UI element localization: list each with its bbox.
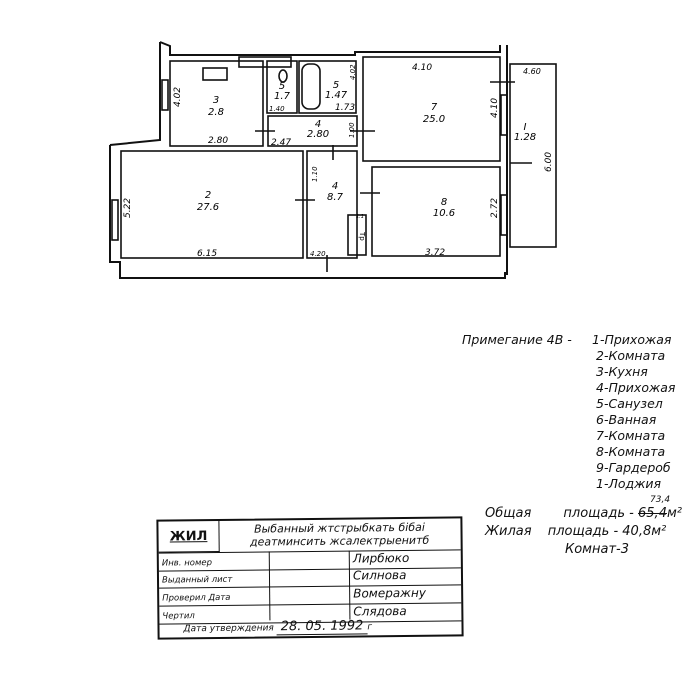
room-6-bath: [298, 60, 357, 114]
svg-text:1.73: 1.73: [335, 103, 355, 113]
window: [161, 79, 169, 111]
svg-text:6.15: 6.15: [197, 249, 217, 259]
svg-text:8.7: 8.7: [327, 192, 344, 203]
svg-text:1.1: 1.1: [356, 214, 364, 220]
legend-item: 9-Гардероб: [596, 460, 671, 475]
svg-text:3: 3: [213, 95, 219, 106]
svg-text:5: 5: [279, 81, 285, 92]
legend-item: 1-Лоджия: [596, 476, 662, 491]
bathtub-icon: [301, 63, 321, 110]
svg-text:2: 2: [205, 190, 211, 201]
room-8: [371, 166, 501, 257]
stove-icon: [202, 67, 228, 81]
svg-text:27.6: 27.6: [197, 202, 219, 213]
svg-text:1.00: 1.00: [348, 122, 356, 138]
row-value: Лирбюко: [352, 550, 410, 566]
rooms-count: Комнат-3: [565, 542, 629, 557]
legend-item: 7-Комната: [596, 428, 666, 443]
row-value: Вомеражну: [353, 585, 426, 601]
total-area-unit: м²: [666, 506, 682, 521]
total-label: Общая: [485, 506, 532, 521]
svg-text:6.00: 6.00: [544, 152, 554, 172]
svg-text:4.60: 4.60: [523, 67, 541, 76]
legend-item: 6-Ванная: [596, 412, 657, 427]
legend-item: 1-Прихожая: [592, 332, 672, 347]
window: [500, 94, 508, 136]
svg-text:1.28: 1.28: [514, 132, 536, 143]
svg-text:1.7: 1.7: [274, 91, 291, 102]
legend-heading: Примегание 4В -: [462, 332, 572, 347]
toilet-icon: [278, 69, 288, 83]
svg-text:3.72: 3.72: [425, 248, 445, 258]
total-area-correction: 73,4: [650, 495, 671, 505]
living-label: Жилая: [485, 524, 532, 539]
date-suffix: г: [367, 622, 373, 633]
legend-item: 5-Санузел: [596, 396, 663, 411]
title-code: ЖИЛ: [158, 520, 220, 553]
loggia: [509, 63, 557, 248]
row-label: Инв. номер: [161, 558, 213, 569]
svg-text:2.47: 2.47: [271, 138, 291, 148]
title-text: Выбанный жтстрыбкать бібаі деатминсить ж…: [220, 520, 458, 549]
row-label: Проверил Дата: [162, 592, 231, 604]
walls: [109, 41, 557, 279]
title-block: ЖИЛ Выбанный жтстрыбкать бібаі деатминси…: [156, 516, 464, 640]
svg-text:25.0: 25.0: [423, 114, 445, 125]
wardrobe: [347, 214, 367, 256]
row-label: Выданный лист: [161, 574, 233, 586]
total-area: Общая площадь - 65,4м² 73,4: [485, 495, 682, 521]
room-3-kitchen: [169, 60, 264, 147]
svg-text:4: 4: [332, 181, 338, 192]
svg-text:2.80: 2.80: [307, 129, 329, 140]
svg-text:10.6: 10.6: [433, 208, 455, 219]
room-5-toilet: [266, 60, 298, 114]
svg-text:2.8: 2.8: [208, 107, 224, 118]
svg-text:2.80: 2.80: [208, 136, 228, 146]
svg-text:4.02: 4.02: [173, 87, 183, 107]
room-4-hall: [306, 150, 358, 259]
living-area: Жилая площадь - 40,8м²: [485, 524, 666, 539]
svg-text:4.20: 4.20: [310, 250, 326, 258]
svg-text:7: 7: [431, 102, 438, 113]
title-line: деатминсить жсалектрыенитб: [249, 533, 430, 549]
svg-text:8: 8: [441, 197, 447, 208]
total-area-label: площадь -: [563, 506, 634, 521]
legend-item: 4-Прихожая: [596, 380, 676, 395]
svg-text:5: 5: [333, 80, 339, 91]
legend-list: 1-Прихожая 2-Комната 3-Кухня 4-Прихожая …: [592, 332, 675, 492]
svg-text:4.02: 4.02: [349, 64, 357, 80]
room-2: [120, 150, 304, 259]
radiator-icon: [238, 56, 292, 68]
svg-text:1.10: 1.10: [311, 166, 319, 182]
date-value: 28. 05. 1992: [276, 618, 368, 636]
svg-text:Тр: Тр: [358, 231, 366, 241]
legend-item: 3-Кухня: [596, 364, 648, 379]
window: [500, 194, 508, 236]
living-area-value: площадь - 40,8м²: [547, 524, 667, 539]
total-area-struck: 65,4: [638, 506, 667, 521]
room-labels: 3 2.8 5 1.7 5 1.47 4 2.80 7 25.0 I 1.28 …: [197, 80, 536, 219]
window: [111, 199, 119, 241]
svg-text:4: 4: [315, 119, 321, 130]
row-value: Силнова: [352, 567, 407, 583]
svg-text:4.10: 4.10: [490, 98, 500, 118]
svg-text:2.72: 2.72: [490, 198, 500, 218]
legend-item: 2-Комната: [596, 348, 666, 363]
svg-text:I: I: [524, 122, 527, 133]
svg-text:1.40: 1.40: [269, 105, 285, 113]
row-value: Слядова: [353, 603, 407, 619]
date-label: Дата утверждения: [183, 623, 274, 635]
svg-text:4.10: 4.10: [412, 63, 432, 73]
svg-text:5.22: 5.22: [123, 198, 133, 218]
dimension-labels: 4.02 2.80 1.40 1.73 4.02 2.47 1.00 4.10 …: [123, 63, 554, 259]
legend-item: 8-Комната: [596, 444, 666, 459]
room-7: [362, 56, 501, 162]
svg-text:1.47: 1.47: [325, 90, 348, 101]
